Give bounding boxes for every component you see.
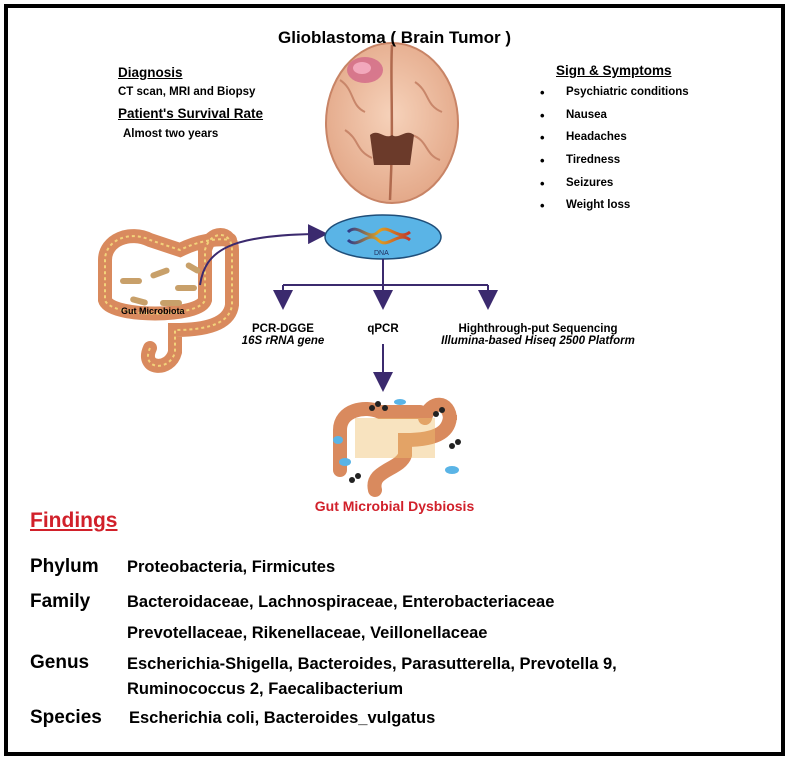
symptoms-heading: Sign & Symptoms — [556, 63, 672, 78]
method-name: Highthrough-put Sequencing — [458, 323, 618, 335]
dysbiosis-label: Gut Microbial Dysbiosis — [314, 498, 475, 514]
dna-label: DNA — [374, 250, 389, 257]
genus-value-1: Escherichia-Shigella, Bacteroides, Paras… — [127, 655, 617, 673]
phylum-label: Phylum — [30, 556, 99, 577]
method-pcr-dgge: PCR-DGGE 16S rRNA gene — [203, 323, 363, 347]
diagram-title: Glioblastoma ( Brain Tumor ) — [278, 28, 511, 47]
gut-microbiota-label: Gut Microbiota — [121, 306, 185, 316]
genus-value-2: Ruminococcus 2, Faecalibacterium — [127, 680, 404, 698]
family-value-2: Prevotellaceae, Rikenellaceae, Veillonel… — [127, 624, 488, 642]
symptoms-list: Psychiatric conditions Nausea Headaches … — [540, 85, 689, 222]
dysbiosis-illustration — [333, 397, 461, 497]
species-label: Species — [30, 707, 102, 728]
brain-illustration — [325, 42, 459, 204]
diagnosis-heading: Diagnosis — [118, 65, 183, 80]
genus-label: Genus — [30, 652, 90, 673]
method-name: PCR-DGGE — [252, 323, 314, 335]
symptom-item: Nausea — [540, 108, 689, 132]
method-qpcr: qPCR — [343, 323, 423, 335]
symptom-item: Headaches — [540, 130, 689, 154]
survival-heading: Patient's Survival Rate — [118, 106, 264, 121]
gut-to-dna-arrow — [199, 224, 328, 286]
method-detail: Illumina-based Hiseq 2500 Platform — [441, 335, 635, 347]
phylum-value: Proteobacteria, Firmicutes — [127, 558, 336, 576]
symptom-item: Tiredness — [540, 153, 689, 177]
method-name: qPCR — [367, 323, 399, 335]
survival-value: Almost two years — [123, 128, 219, 140]
findings-heading: Findings — [30, 509, 118, 532]
symptom-item: Psychiatric conditions — [540, 85, 689, 109]
method-sequencing: Highthrough-put Sequencing Illumina-base… — [418, 323, 658, 347]
diagnosis-value: CT scan, MRI and Biopsy — [118, 86, 256, 98]
method-detail: 16S rRNA gene — [241, 335, 325, 347]
family-value-1: Bacteroidaceae, Lachnospiraceae, Enterob… — [127, 593, 555, 611]
figure-frame — [4, 4, 785, 756]
intestine-illustration — [98, 228, 239, 373]
symptom-item: Weight loss — [540, 198, 689, 222]
symptom-item: Seizures — [540, 176, 689, 200]
species-value: Escherichia coli, Bacteroides_vulgatus — [129, 709, 436, 727]
method-branch-arrows — [273, 259, 498, 392]
family-label: Family — [30, 591, 91, 612]
